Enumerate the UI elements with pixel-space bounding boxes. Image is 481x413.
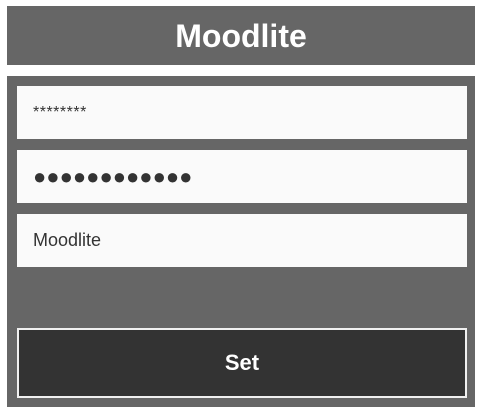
set-button[interactable]: Set (17, 328, 467, 398)
password-field[interactable]: ●●●●●●●●●●●● (17, 150, 467, 203)
device-name-field[interactable]: Moodlite (17, 214, 467, 267)
settings-form: ******** ●●●●●●●●●●●● Moodlite Set (7, 76, 475, 407)
app-header: Moodlite (7, 6, 475, 65)
ssid-field[interactable]: ******** (17, 86, 467, 139)
page-title: Moodlite (175, 17, 307, 54)
